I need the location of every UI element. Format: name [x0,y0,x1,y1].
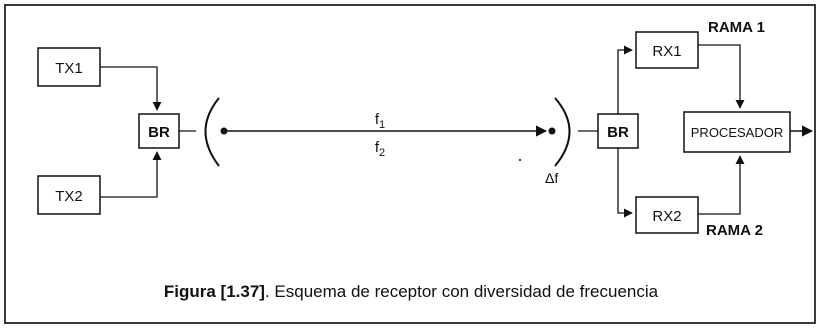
procesador-box [683,111,791,153]
tx2-label: TX2 [55,188,83,205]
speck-dot [518,158,522,162]
rama2-label: RAMA 2 [706,222,763,239]
br-to-rx1-line [617,45,633,114]
rx1-box [635,31,699,69]
left-feed-dot [220,127,228,135]
caption-label: Figura [1.37] [163,282,265,301]
left-antenna-dish [204,97,220,167]
f2-label: f2 [375,139,385,159]
tx1-to-br-line [100,66,162,111]
br-to-rx2-line [617,148,633,218]
procesador-label: PROCESADOR [691,125,783,140]
rx2-box [635,196,699,234]
tx2-to-br-line [100,151,162,198]
f1-label: f1 [375,111,385,131]
rx2-to-procesador-line [698,155,745,215]
figure-caption: Figura [1.37]. Esquema de receptor con d… [0,282,822,302]
rx1-to-procesador-line [698,44,745,109]
right-feed-dot [548,127,556,135]
tx1-box [37,47,101,87]
delta-f-label: Δf [545,170,558,186]
br-right-label: BR [607,124,629,141]
rx1-label: RX1 [652,43,681,60]
rama1-label: RAMA 1 [708,19,765,36]
br-left-label: BR [148,124,170,141]
caption-text: . Esquema de receptor con diversidad de … [264,282,659,301]
right-antenna-dish [554,97,571,167]
tx2-box [37,175,101,215]
rx2-label: RX2 [652,208,681,225]
tx1-label: TX1 [55,60,83,77]
